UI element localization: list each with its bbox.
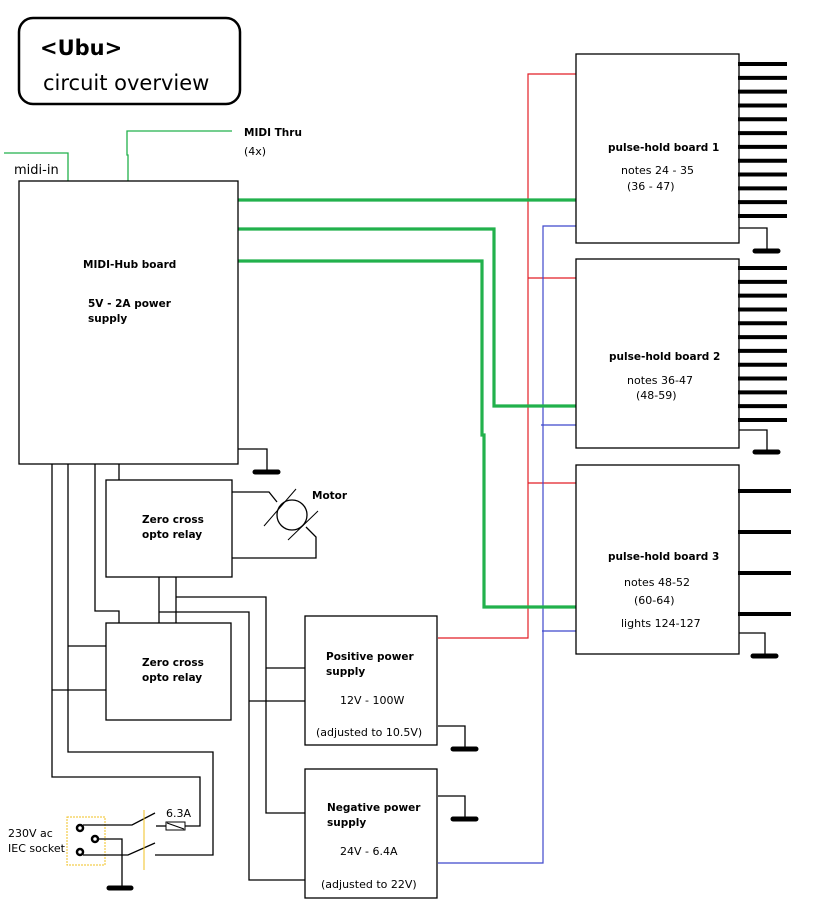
midi-bus-board2 [238,227,576,408]
board2-alt: (48-59) [636,389,677,402]
relay2-control-wire [94,464,120,623]
board1-notes: notes 24 - 35 [621,164,694,177]
title-line1: <Ubu> [40,36,122,60]
midi-in-wire [4,152,69,181]
pos-psu-line1: Positive power [326,651,415,663]
relay1-line1: Zero cross [142,514,204,526]
neg-psu-input-2 [159,611,305,881]
title-line2: circuit overview [43,71,209,95]
midi-hub-spec-2: supply [88,313,127,325]
neg-psu-spec: 24V - 6.4A [340,845,398,858]
neg-psu-ground-wire [438,795,466,819]
board1-ground-wire [739,227,768,251]
socket-label-2: IEC socket [8,842,66,855]
negative-power-supply: Negative power supply 24V - 6.4A (adjust… [304,768,438,899]
midi-hub-ground-wire [238,448,268,471]
board1-outputs [738,62,787,218]
board1-name: pulse-hold board 1 [608,142,719,154]
midi-in-label: midi-in [14,163,59,178]
midi-thru-count: (4x) [244,145,266,158]
pos-psu-spec: 12V - 100W [340,694,404,707]
mains-wire-live [51,464,201,827]
board2-ground-wire [739,429,768,452]
board1-alt: (36 - 47) [627,180,675,193]
positive-power-supply: Positive power supply 12V - 100W (adjust… [304,615,438,746]
pulse-hold-board-3: pulse-hold board 3 notes 48-52 (60-64) l… [575,464,740,655]
relay1-line2: opto relay [142,529,202,541]
board3-alt: (60-64) [634,594,675,607]
midi-hub-spec-1: 5V - 2A power [88,298,172,310]
socket-label-1: 230V ac [8,827,53,840]
mains-wire-neutral [67,464,214,856]
fuse-label: 6.3A [166,807,191,820]
pos-psu-note: (adjusted to 10.5V) [316,726,422,739]
pos-psu-ground-wire [438,725,466,749]
board3-extra: lights 124-127 [621,617,701,630]
switch-live [83,812,156,826]
relay2-line1: Zero cross [142,657,204,669]
zero-cross-relay-2: Zero cross opto relay [105,622,232,721]
positive-rail [438,73,576,639]
midi-thru-wire [126,130,232,181]
fuse-icon [165,821,186,831]
motor-label: Motor [312,490,348,502]
iec-socket [66,816,106,866]
motor-wire-1 [232,491,278,503]
motor-icon [263,488,319,541]
midi-hub-name: MIDI-Hub board [83,259,176,271]
midi-thru-label: MIDI Thru [244,127,302,139]
neg-psu-line2: supply [327,817,366,829]
neg-psu-line1: Negative power [327,802,421,814]
motor-wire-2 [232,526,317,559]
negative-rail [438,225,576,864]
board2-notes: notes 36-47 [627,374,693,387]
board3-ground-wire [739,632,766,656]
pulse-hold-board-2: pulse-hold board 2 notes 36-47 (48-59) [575,258,740,449]
midi-hub-board: MIDI-Hub board 5V - 2A power supply [18,180,239,465]
board2-name: pulse-hold board 2 [609,351,720,363]
switch-neutral [83,842,156,856]
pos-psu-line2: supply [326,666,365,678]
board3-notes: notes 48-52 [624,576,690,589]
relay2-line2: opto relay [142,672,202,684]
zero-cross-relay-1: Zero cross opto relay [105,479,233,578]
board2-outputs [738,266,787,422]
pulse-hold-board-1: pulse-hold board 1 notes 24 - 35 (36 - 4… [575,53,740,244]
title-box: <Ubu> circuit overview [17,16,242,106]
neg-psu-input-1 [176,596,305,814]
midi-bus-board3 [238,259,576,609]
neg-psu-note: (adjusted to 22V) [321,878,417,891]
board3-outputs [738,489,791,616]
board3-name: pulse-hold board 3 [608,551,719,563]
earth-wire [98,838,123,888]
